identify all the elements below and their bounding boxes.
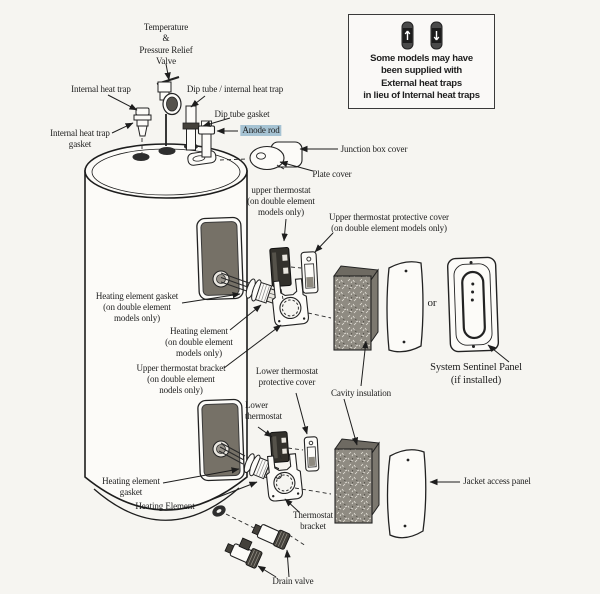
label-internal-heat-trap: Internal heat trap (71, 84, 131, 94)
tp-valve-part (156, 75, 182, 146)
label-lower-thermostat-cover: Lower thermostat protective cover (255, 366, 319, 387)
label-dip-tube-gasket: Dip tube gasket (214, 109, 270, 119)
label-heating-element-gasket-lower: Heating element gasket (102, 476, 160, 497)
alignment-dashes (141, 138, 332, 547)
lower-thermostat-cover-part (303, 436, 320, 472)
label-heating-element-gasket-upper: Heating element gasket (on double elemen… (95, 291, 179, 323)
label-internal-heat-trap-gasket: Internal heat trap gasket (50, 128, 110, 149)
jacket-access-panel-part (386, 449, 427, 539)
label-plate-cover: Plate cover (312, 169, 352, 179)
label-dip-tube: Dip tube / internal heat trap (186, 84, 284, 94)
upper-thermostat-cover-part (300, 251, 319, 294)
upper-access-panel-part (386, 261, 424, 353)
label-tp-valve: Temperature & Pressure Relief Valve (139, 22, 193, 66)
label-thermostat-bracket: Thermostat bracket (293, 510, 333, 531)
upper-thermostat-part (269, 247, 292, 288)
note-box-text: Some models may have been supplied with … (363, 53, 480, 102)
upper-cavity (196, 216, 244, 301)
heat-trap-arrow-down-icon (430, 21, 442, 50)
external-heat-trap-note-box: Some models may have been supplied with … (348, 14, 495, 109)
lower-thermostat-part (269, 431, 290, 463)
label-heating-element-lower: Heating Element (135, 501, 195, 511)
lower-cavity (197, 398, 245, 482)
label-junction-box-cover: Junction box cover (340, 144, 408, 154)
label-jacket-access-panel: Jacket access panel (463, 476, 531, 486)
lower-cavity-insulation-part (334, 438, 380, 524)
lower-heating-element-part (218, 442, 282, 482)
label-system-sentinel-panel: System Sentinel Panel (if installed) (430, 362, 522, 386)
label-upper-thermostat: upper thermostat (on double element mode… (247, 185, 315, 217)
label-drain-valve: Drain valve (272, 576, 314, 586)
label-upper-thermostat-bracket: Upper thermostat bracket (on double elem… (136, 363, 226, 395)
label-lower-thermostat: Lower thermostat (245, 400, 282, 421)
drain-port (212, 505, 226, 517)
drain-valve-part (224, 523, 291, 569)
heat-trap-arrow-up-icon (401, 21, 413, 50)
system-sentinel-panel-part (446, 256, 500, 353)
upper-cavity-insulation-part (333, 265, 379, 351)
label-heating-element-upper: Heating element (on double element model… (165, 326, 233, 358)
dip-tube-part (182, 105, 200, 151)
label-cavity-insulation: Cavity insulation (330, 388, 392, 398)
label-or: or (427, 297, 437, 309)
callout-arrows (107, 63, 510, 578)
label-anode-rod: Anode rod (240, 125, 282, 136)
internal-heat-trap-part (133, 107, 152, 137)
plate-cover-part (249, 145, 285, 171)
label-upper-thermostat-cover: Upper thermostat protective cover (on do… (329, 212, 449, 233)
